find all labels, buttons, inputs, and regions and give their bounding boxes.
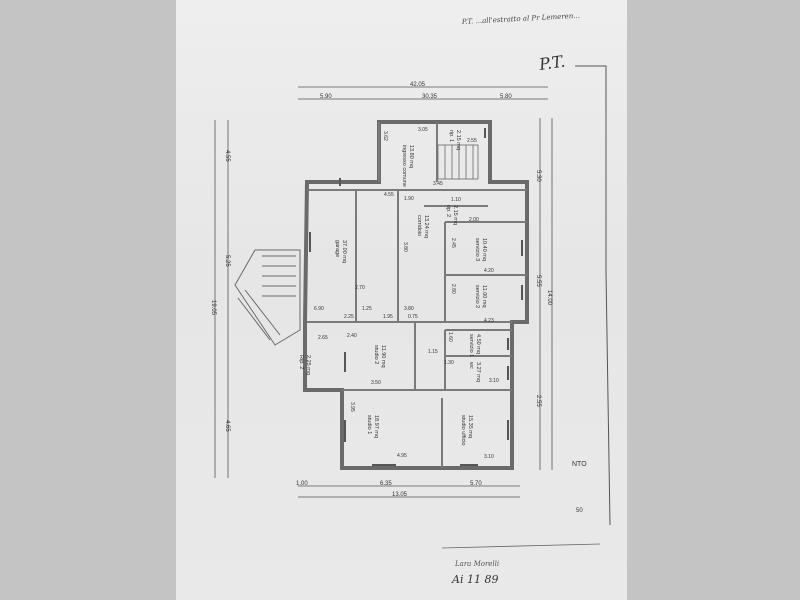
window-marks — [309, 128, 523, 466]
dim-110: 1.10 — [451, 197, 461, 203]
room-area-servizio2: 11.00 mq — [481, 285, 487, 308]
dim-075: 0.75 — [408, 314, 418, 320]
room-name-rip1: rip. 1 — [448, 130, 454, 142]
dim-270: 2.70 — [355, 285, 365, 291]
room-name-studio2: studio 2 — [373, 345, 379, 364]
room-name-servizio3: servizio 3 — [474, 238, 480, 261]
dim-310b: 3.10 — [484, 454, 494, 460]
external-stair — [234, 249, 301, 346]
building-walls — [303, 120, 529, 470]
dim-160: 1.60 — [447, 332, 453, 342]
dim-380b: 3.80 — [404, 306, 414, 312]
room-area-servizio1: 4.50 mq — [475, 334, 481, 354]
dim-195: 1.95 — [383, 314, 393, 320]
dimension-lines — [214, 86, 553, 498]
room-area-studio1: 18.97 mq — [373, 415, 379, 438]
room-area-rip1: 2.15 mq — [455, 130, 461, 150]
dim-240: 2.40 — [347, 333, 357, 339]
dim-362: 3.62 — [382, 131, 388, 141]
room-area-ingresso: 13.80 mq — [408, 145, 414, 168]
interior-walls — [307, 122, 527, 468]
scan-margin-left — [0, 0, 176, 600]
dim-top-mid: 30.35 — [422, 94, 438, 100]
dim-130: 1.30 — [444, 360, 454, 366]
room-name-ufficio: studio ufficio — [460, 415, 466, 445]
header-note: P.T. ...all'estratto al Pr Lemeren... — [461, 12, 580, 26]
dim-395: 3.95 — [349, 402, 355, 412]
dim-455: 4.55 — [384, 192, 394, 198]
dim-310: 3.10 — [489, 378, 499, 384]
dim-115: 1.15 — [428, 349, 438, 355]
dim-right-seg3: 2.55 — [535, 395, 541, 407]
dim-420: 4.20 — [484, 268, 494, 274]
dim-265: 2.65 — [318, 335, 328, 341]
dim-top-total: 42.05 — [410, 82, 426, 88]
dim-495: 4.95 — [397, 453, 407, 459]
room-area-rip2b: 2.25 mq — [305, 355, 311, 375]
room-name-corridoio: corridoio — [416, 215, 422, 236]
stamp-text: NTO — [572, 461, 587, 468]
room-area-servizio3: 10.40 mq — [481, 238, 487, 261]
room-name-servizio1: servizio 1 — [468, 334, 474, 357]
side-mark: 50 — [576, 508, 583, 514]
room-name-servizio2: servizio 2 — [474, 285, 480, 308]
dim-bottom-mid: 6.35 — [380, 481, 392, 487]
room-name-wc: wc — [468, 361, 474, 369]
handwritten-date: Ai 11 89 — [451, 573, 498, 586]
room-area-studio2: 11.90 mq — [380, 345, 386, 368]
dim-245: 2.45 — [450, 238, 456, 248]
bottom-line — [441, 543, 601, 549]
dim-top-right: 5.80 — [500, 94, 512, 100]
room-name-ingresso: ingresso comune — [401, 145, 407, 187]
stair-block — [437, 144, 479, 180]
dim-690: 6.90 — [314, 306, 324, 312]
dim-left-total: 19.05 — [210, 300, 216, 316]
dim-bottom-right: 5.70 — [470, 481, 482, 487]
room-name-garage: garage — [334, 240, 340, 257]
room-name-rip2: rip. 2 — [445, 205, 451, 217]
dim-left-seg1: 4.55 — [224, 150, 230, 162]
room-labels: ingresso comune 13.80 mq rip. 1 2.15 mq … — [298, 130, 487, 445]
signature: Lara Morelli — [454, 560, 499, 568]
frame-corner-mark — [575, 65, 611, 526]
dim-345: 3.45 — [433, 181, 443, 187]
room-name-studio1: studio 1 — [366, 415, 372, 434]
dim-190: 1.90 — [404, 196, 414, 202]
dim-125: 1.25 — [362, 306, 372, 312]
dim-right-total: 14.00 — [546, 290, 552, 306]
dim-200: 2.00 — [469, 217, 479, 223]
dim-380: 3.80 — [402, 242, 408, 252]
dim-right-seg1: 5.30 — [535, 170, 541, 182]
room-area-rip2: 2.15 mq — [452, 205, 458, 225]
dim-right-seg2: 5.55 — [535, 275, 541, 287]
dim-305: 3.05 — [418, 127, 428, 133]
dim-left-seg3: 4.65 — [224, 420, 230, 432]
dim-280: 2.80 — [450, 284, 456, 294]
room-name-rip2b: Rip. 2 — [298, 355, 304, 369]
room-area-wc: 3.27 mq — [475, 362, 481, 382]
room-area-corridoio: 13.24 mq — [423, 215, 429, 238]
dim-423: 4.23 — [484, 318, 494, 324]
inner-dimensions: 3.62 3.05 2.55 4.55 1.90 3.45 1.10 2.00 … — [314, 127, 499, 460]
scan-margin-right — [627, 0, 800, 600]
dim-top-left: 5.90 — [320, 94, 332, 100]
room-area-ufficio: 15.35 mq — [467, 415, 473, 438]
dim-255: 2.55 — [467, 138, 477, 144]
floor-label: P.T. — [537, 52, 566, 75]
dim-bottom-left: 1.00 — [296, 481, 308, 487]
room-area-garage: 37.00 mq — [341, 240, 347, 263]
dim-225: 2.25 — [344, 314, 354, 320]
dim-350: 3.50 — [371, 380, 381, 386]
dim-bottom-total: 13.05 — [392, 492, 408, 498]
dim-left-seg2: 5.25 — [224, 255, 230, 267]
